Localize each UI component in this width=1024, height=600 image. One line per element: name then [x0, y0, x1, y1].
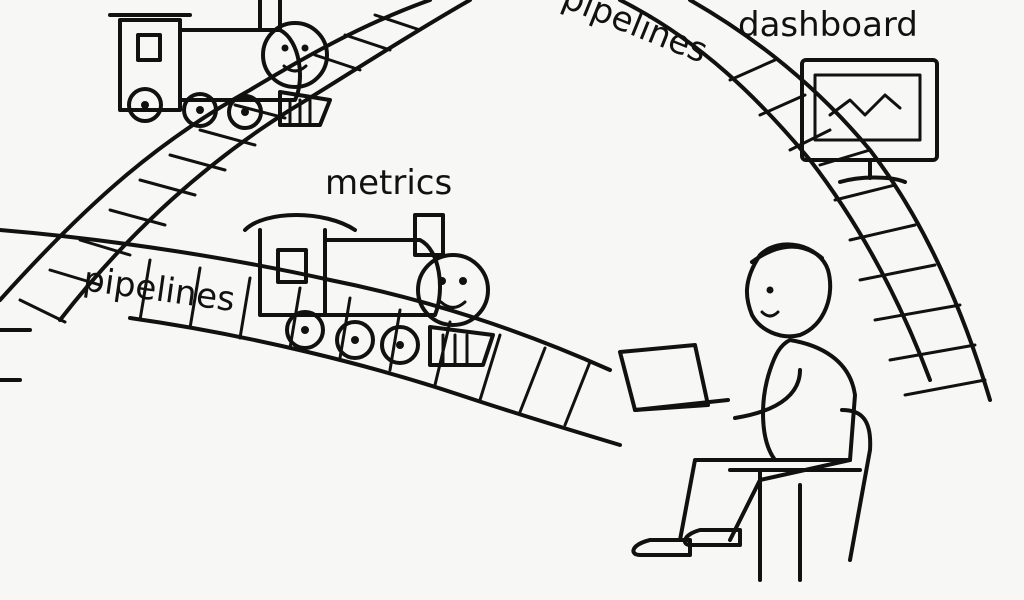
train-metrics-eye-right-icon: [459, 277, 467, 285]
top-track-ties: [18, 13, 987, 397]
train-top-eye-right-icon: [301, 44, 309, 52]
person-with-laptop: [618, 242, 873, 582]
dashboard-monitor-icon: [800, 58, 939, 184]
label-metrics: metrics: [325, 163, 452, 203]
train-metrics-eye-left-icon: [438, 277, 446, 285]
person-eye-icon: [766, 286, 774, 294]
train-top: [108, 0, 332, 130]
train-top-eye-left-icon: [281, 44, 289, 52]
train-metrics: [243, 213, 495, 367]
top-arc-track: [0, 0, 992, 402]
label-dashboard: dashboard: [738, 5, 918, 45]
lower-left-track: [0, 228, 622, 447]
